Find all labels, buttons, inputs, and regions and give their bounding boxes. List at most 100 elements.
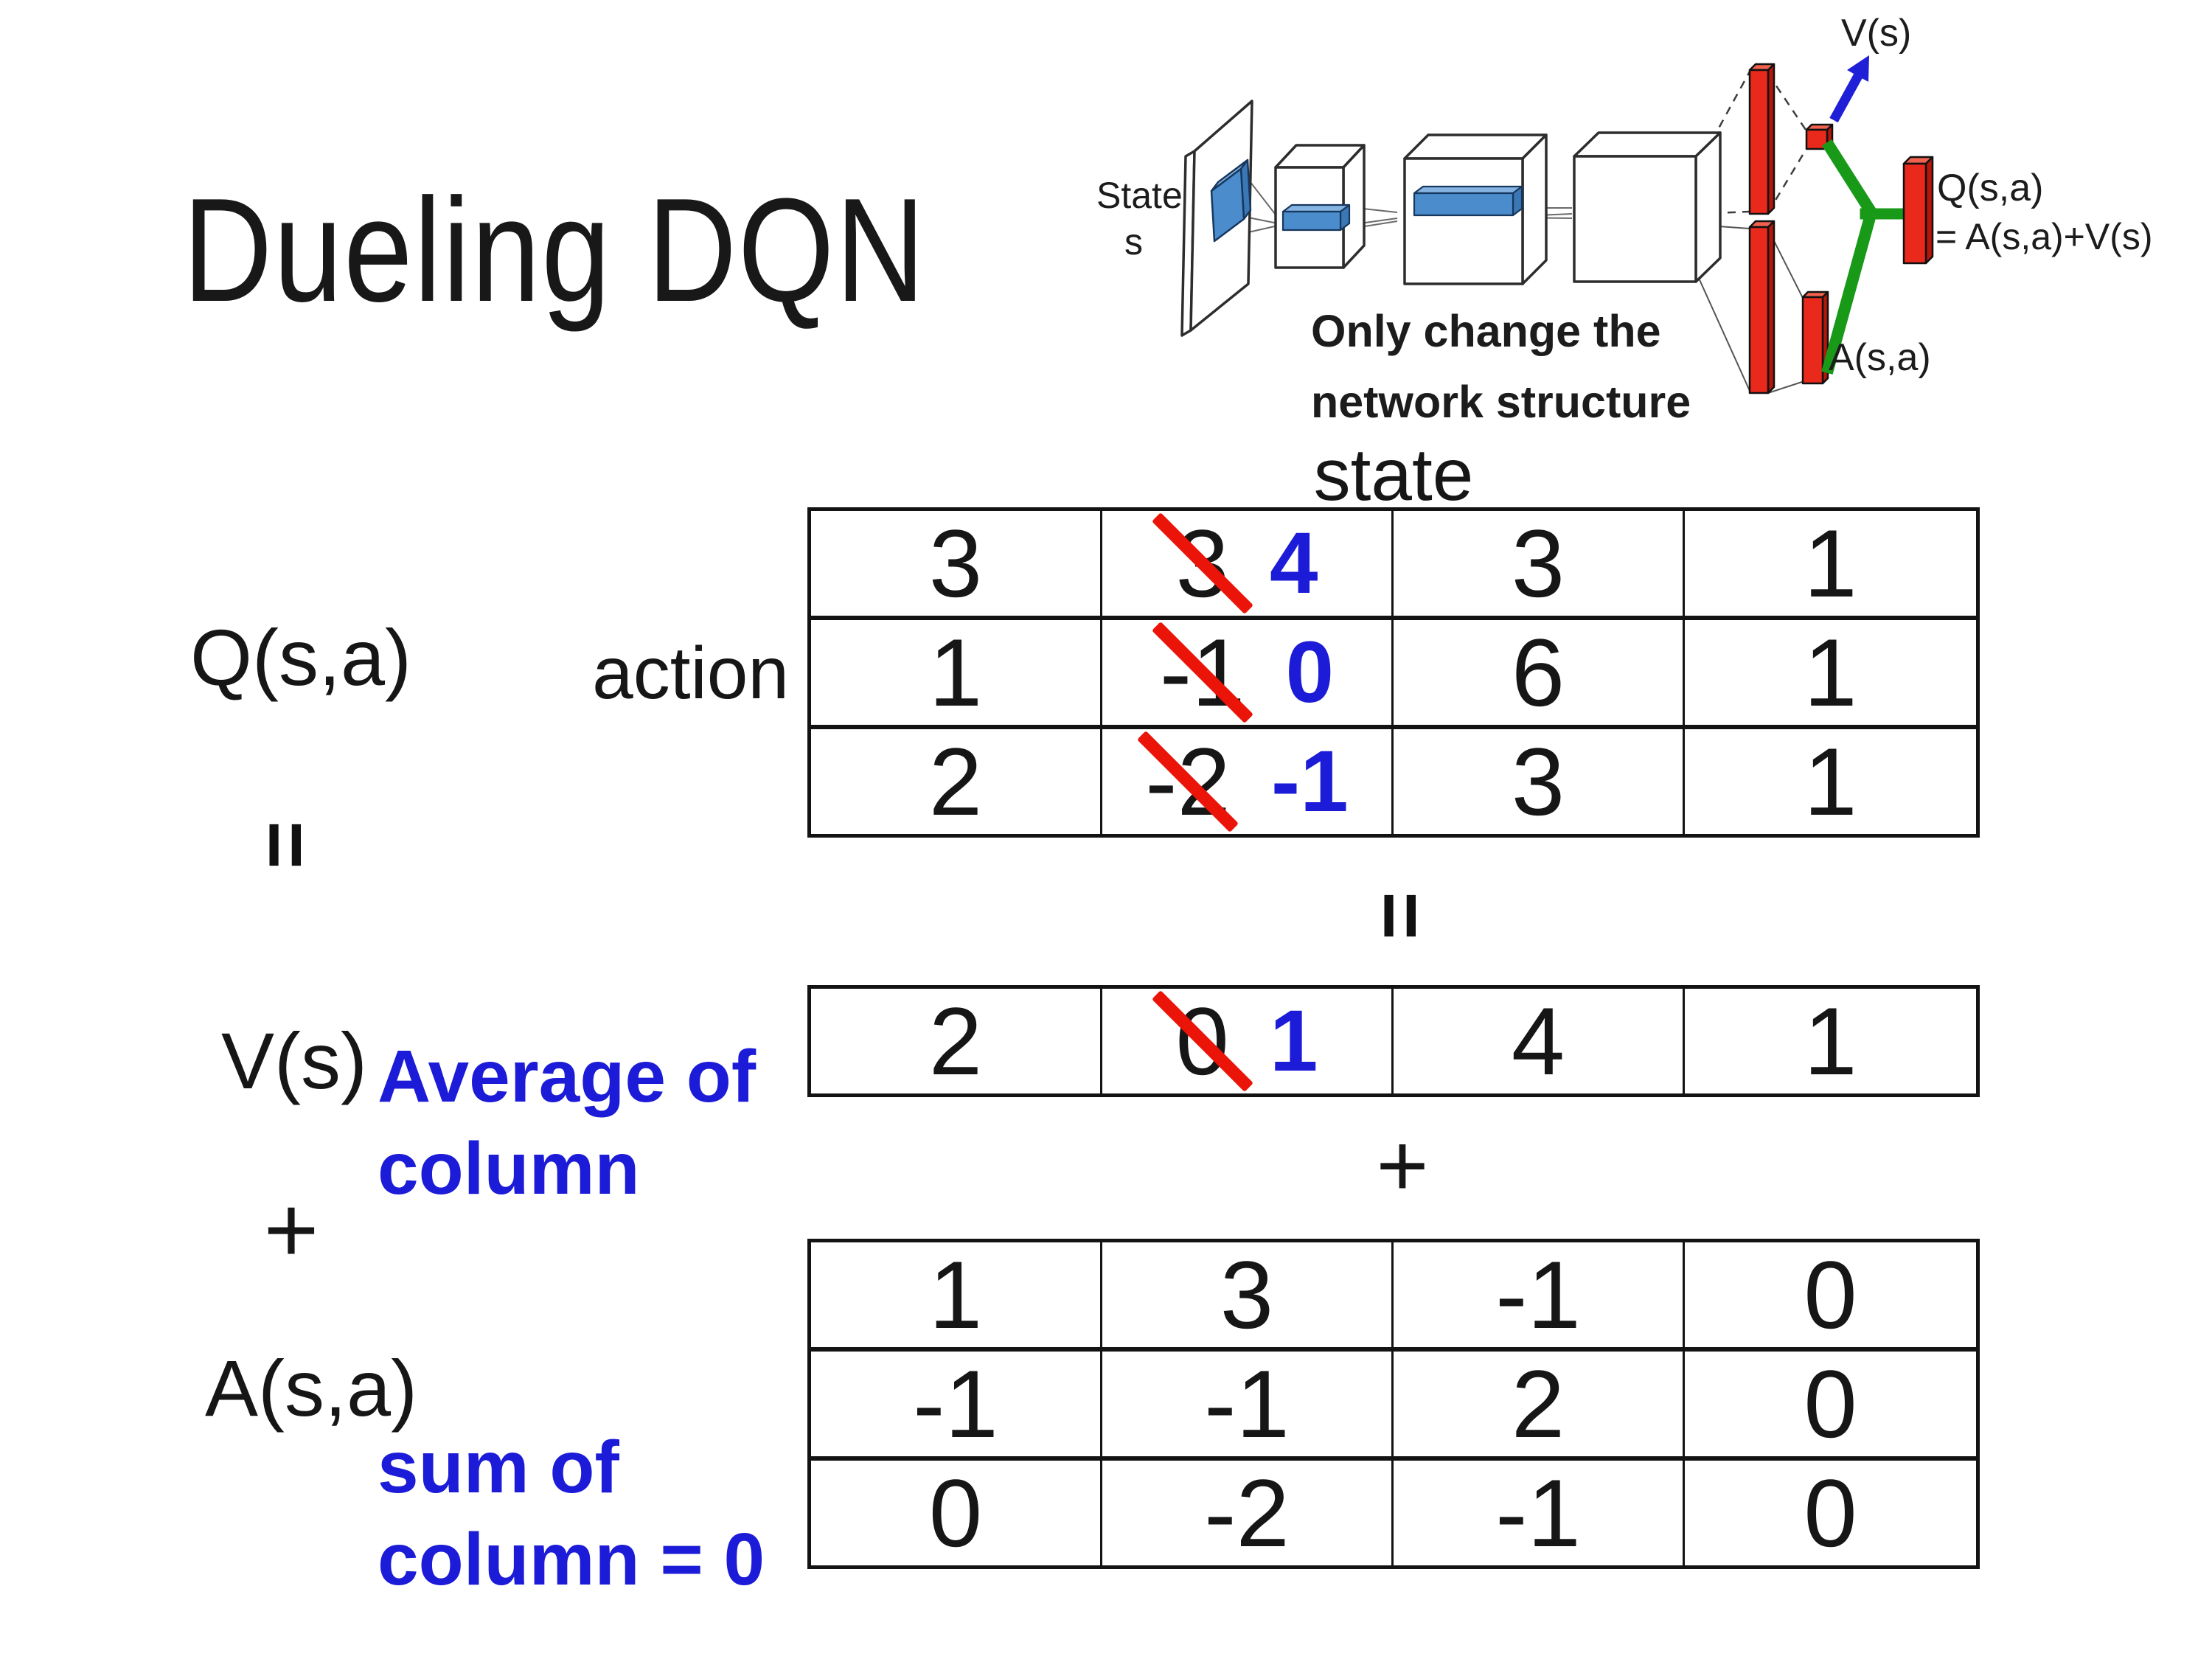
sum-note-line1: sum of	[378, 1426, 619, 1509]
equals-glyph: =	[240, 821, 333, 869]
equals-sign-center: =	[1335, 864, 1467, 967]
q-table-row: 1 -1 0 6 1	[811, 620, 1976, 729]
a-cell: -1	[811, 1352, 1102, 1456]
v-table-row: 2 0 1 4 1	[811, 989, 1976, 1093]
replacement-value: 0	[1285, 624, 1335, 721]
cell-value: 3	[1511, 509, 1565, 617]
average-note-line1: Average of	[378, 1035, 757, 1118]
average-of-column-note: Average of column	[378, 1031, 756, 1215]
q-output-label-line1: Q(s,a)	[1937, 167, 2043, 209]
cell-value: -2	[1204, 1459, 1290, 1567]
q-cell-crossed: -1 0	[1102, 620, 1394, 725]
cell-value: -1	[1495, 1459, 1581, 1567]
fc-layer-box	[1573, 131, 1722, 283]
sum-of-column-note: sum of column = 0	[378, 1422, 765, 1606]
crossed-value: 3	[1175, 509, 1229, 617]
cell-value: 1	[928, 1241, 983, 1349]
cell-value: 3	[1511, 728, 1565, 835]
a-stream-fc-bar	[1748, 220, 1775, 394]
q-cell-crossed: 3 4	[1102, 511, 1394, 616]
cell-value: -1	[1204, 1350, 1290, 1458]
q-cell: 1	[1685, 511, 1976, 616]
cell-value: 3	[928, 509, 983, 617]
q-table: 3 3 4 3 1 1 -1 0 6 1 2 -2 -1 3 1	[807, 507, 1980, 838]
action-axis-label: action	[592, 632, 789, 714]
a-table: 1 3 -1 0 -1 -1 2 0 0 -2 -1 0	[807, 1239, 1980, 1569]
cell-value: 2	[928, 728, 983, 835]
a-vector-bar	[1801, 291, 1829, 385]
cell-value: 1	[1804, 728, 1857, 835]
v-output-arrow	[1829, 55, 1869, 123]
q-cell: 1	[811, 620, 1102, 725]
q-output-bar	[1902, 156, 1934, 265]
replacement-value: -1	[1270, 733, 1349, 830]
cell-value: 2	[928, 987, 983, 1095]
crossed-value: -1	[1159, 619, 1245, 726]
cell-value: 2	[1511, 1350, 1565, 1458]
feature-bar-2	[1413, 185, 1523, 217]
a-table-row: 1 3 -1 0	[811, 1242, 1976, 1352]
crossed-value: -2	[1145, 728, 1231, 835]
a-cell: 2	[1394, 1352, 1685, 1456]
v-table: 2 0 1 4 1	[807, 985, 1980, 1097]
cell-value: 1	[1804, 619, 1857, 726]
cell-value: 3	[1220, 1241, 1274, 1349]
a-output-label: A(s,a)	[1829, 336, 1931, 379]
cell-value: -1	[1495, 1241, 1581, 1349]
conv-filter-patch	[1210, 159, 1252, 243]
state-input-label: State	[1096, 175, 1183, 216]
cell-value: 1	[1804, 987, 1857, 1095]
v-output-label: V(s)	[1841, 12, 1911, 55]
v-cell: 4	[1394, 989, 1685, 1093]
v-matrix-label: V(s)	[221, 1016, 367, 1105]
v-stream-fc-bar	[1748, 63, 1775, 215]
sum-note-line2: column = 0	[378, 1518, 765, 1601]
replacement-value: 4	[1269, 515, 1318, 612]
v-cell: 2	[811, 989, 1102, 1093]
a-cell: -1	[1394, 1242, 1685, 1347]
q-matrix-label: Q(s,a)	[190, 613, 412, 702]
diagram-note-line2: network structure	[1311, 377, 1691, 427]
dueling-network-diagram: State s V(s) A(s,a) Q(s,a) = A(s,a)+V(s)…	[1096, 12, 2153, 427]
feature-bar-1	[1281, 204, 1351, 232]
a-table-row: 0 -2 -1 0	[811, 1461, 1976, 1565]
equals-sign-left: =	[227, 793, 345, 897]
cell-value: 0	[1804, 1459, 1857, 1567]
a-cell: -1	[1394, 1461, 1685, 1565]
crossed-value: 0	[1175, 987, 1229, 1095]
state-axis-label: state	[1313, 434, 1474, 516]
q-cell: 3	[1394, 729, 1685, 834]
cell-value: 0	[1804, 1350, 1857, 1458]
cell-value: 1	[928, 619, 983, 726]
a-cell: -2	[1102, 1461, 1394, 1565]
equals-glyph: =	[1355, 891, 1447, 940]
q-cell: 3	[811, 511, 1102, 616]
a-table-row: -1 -1 2 0	[811, 1352, 1976, 1461]
q-cell-crossed: -2 -1	[1102, 729, 1394, 834]
diagram-note-line1: Only change the	[1311, 306, 1661, 356]
a-matrix-label: A(s,a)	[205, 1343, 418, 1433]
q-cell: 2	[811, 729, 1102, 834]
cell-value: 6	[1511, 619, 1565, 726]
q-cell: 3	[1394, 511, 1685, 616]
a-cell: 0	[811, 1461, 1102, 1565]
plus-sign-center: +	[1376, 1115, 1429, 1216]
cell-value: 0	[1804, 1241, 1857, 1349]
cell-value: -1	[913, 1350, 998, 1458]
combine-connector	[1821, 139, 1910, 375]
a-cell: 0	[1685, 1461, 1976, 1565]
a-cell: 0	[1685, 1242, 1976, 1347]
a-cell: -1	[1102, 1352, 1394, 1456]
a-cell: 0	[1685, 1352, 1976, 1456]
plus-sign-left: +	[263, 1177, 319, 1283]
q-table-row: 3 3 4 3 1	[811, 511, 1976, 620]
q-cell: 1	[1685, 729, 1976, 834]
v-cell-crossed: 0 1	[1102, 989, 1394, 1093]
q-output-label-line2: = A(s,a)+V(s)	[1935, 216, 2153, 257]
conv-layer-box-2	[1403, 133, 1548, 285]
average-note-line2: column	[378, 1127, 640, 1210]
v-cell: 1	[1685, 989, 1976, 1093]
state-input-label-s: s	[1124, 221, 1143, 262]
q-cell: 1	[1685, 620, 1976, 725]
cell-value: 1	[1804, 509, 1857, 617]
